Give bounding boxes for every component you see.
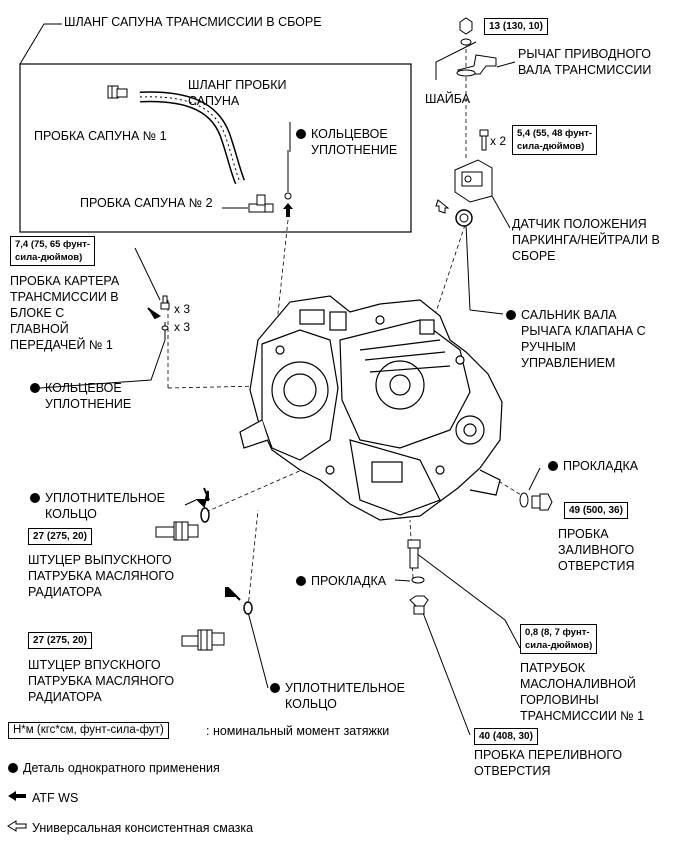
breather-plug-2-icon	[222, 194, 274, 213]
label-seal-ring-2: УПЛОТНИТЕЛЬНОЕ КОЛЬЦО	[270, 680, 405, 712]
label-gasket-mid: ПРОКЛАДКА	[296, 573, 386, 589]
breather-inset-frame	[19, 63, 412, 233]
torque-7-4: 7,4 (75, 65 фунт- сила-дюймов)	[10, 236, 96, 266]
label-oring-left: КОЛЬЦЕВОЕ УПЛОТНЕНИЕ	[30, 380, 131, 412]
legend-nonreusable: Деталь однократного применения	[8, 760, 220, 776]
torque-27-outlet: 27 (275, 20)	[28, 528, 92, 545]
washer-icon	[460, 38, 472, 46]
grease-arrow-icon	[7, 820, 27, 832]
torque-0-8: 0,8 (8, 7 фунт- сила-дюймов)	[520, 624, 598, 654]
breather-hose-icon	[139, 91, 246, 185]
nonreusable-dot-icon	[30, 493, 40, 503]
label-filler-plug: ПРОБКА ЗАЛИВНОГО ОТВЕРСТИЯ	[558, 527, 635, 573]
label-breather-plug-1: ПРОБКА САПУНА № 1	[34, 129, 167, 143]
atf-arrow-icon	[8, 791, 26, 801]
torque-40: 40 (408, 30)	[474, 728, 538, 745]
legend-atf: ATF WS	[32, 791, 79, 805]
nonreusable-dot-icon	[296, 576, 306, 586]
seal-ring-1-icon	[200, 507, 210, 523]
grease-arrow-icon	[435, 199, 450, 214]
atf-arrow-icon	[147, 307, 161, 320]
gasket-right-icon	[519, 492, 529, 508]
gasket-mid-icon	[411, 576, 425, 584]
torque-27-inlet: 27 (275, 20)	[28, 632, 92, 649]
label-seal-ring-1: УПЛОТНИТЕЛЬНОЕ КОЛЬЦО	[30, 490, 165, 522]
qty-x3-bolt: x 3	[174, 302, 191, 316]
label-lever: РЫЧАГ ПРИВОДНОГО ВАЛА ТРАНСМИССИИ	[518, 47, 652, 77]
atf-arrow-icon	[225, 587, 241, 601]
torque-5-4: 5,4 (55, 48 фунт- сила-дюймов)	[512, 125, 598, 155]
label-gasket-right: ПРОКЛАДКА	[548, 458, 638, 474]
label-washer: ШАЙБА	[425, 92, 471, 106]
label-case-plug: ПРОБКА КАРТЕРА ТРАНСМИССИИ В БЛОКЕ С ГЛА…	[10, 274, 120, 352]
leader-hose-assembly	[19, 23, 62, 65]
case-plug-icon	[160, 295, 170, 310]
atf-arrow-icon	[283, 203, 293, 217]
nonreusable-dot-icon	[296, 129, 306, 139]
transmission-body-icon	[239, 295, 503, 521]
seal-ring-2-icon	[243, 601, 253, 615]
legend-grease: Универсальная консистентная смазка	[32, 821, 254, 835]
nonreusable-dot-icon	[30, 383, 40, 393]
label-outlet-union: ШТУЦЕР ВЫПУСКНОГО ПАТРУБКА МАСЛЯНОГО РАД…	[28, 553, 175, 599]
nonreusable-dot-icon	[548, 461, 558, 471]
label-oil-seal: САЛЬНИК ВАЛА РЫЧАГА КЛАПАНА С РУЧНЫМ УПР…	[506, 307, 646, 371]
atf-arrow-icon	[195, 487, 210, 508]
nut-icon	[459, 17, 473, 35]
nonreusable-dot-icon	[270, 683, 280, 693]
lever-icon	[456, 54, 497, 77]
label-breather-plug-2: ПРОБКА САПУНА № 2	[80, 196, 213, 210]
torque-49: 49 (500, 36)	[564, 502, 628, 519]
outlet-union-icon	[155, 521, 199, 541]
qty-x3-oring: x 3	[174, 320, 191, 334]
filler-tube-icon	[407, 539, 421, 569]
overflow-plug-icon	[409, 595, 429, 615]
oring-left-icon	[161, 325, 169, 331]
oring-top-icon	[284, 192, 292, 200]
label-inlet-union: ШТУЦЕР ВПУСКНОГО ПАТРУБКА МАСЛЯНОГО РАДИ…	[28, 658, 175, 704]
filler-plug-icon	[531, 493, 553, 511]
nonreusable-dot-icon	[506, 310, 516, 320]
nonreusable-dot-icon	[8, 763, 18, 773]
oil-seal-icon	[455, 209, 473, 227]
qty-x2: x 2	[490, 134, 507, 148]
inlet-union-icon	[181, 629, 225, 651]
pn-sensor-icon	[454, 159, 493, 203]
label-oring-top: КОЛЬЦЕВОЕ УПЛОТНЕНИЕ	[296, 126, 397, 158]
label-hose-assembly: ШЛАНГ САПУНА ТРАНСМИССИИ В СБОРЕ	[64, 15, 322, 29]
legend-torque-text: : номинальный момент затяжки	[206, 724, 390, 738]
breather-plug-1-icon	[107, 85, 128, 99]
label-filler-tube: ПАТРУБОК МАСЛОНАЛИВНОЙ ГОРЛОВИНЫ ТРАНСМИ…	[520, 661, 645, 723]
torque-13: 13 (130, 10)	[484, 18, 548, 35]
label-pn-sensor: ДАТЧИК ПОЛОЖЕНИЯ ПАРКИНГА/НЕЙТРАЛИ В СБО…	[512, 217, 660, 263]
bolt-icon	[479, 129, 489, 151]
label-breather-hose: ШЛАНГ ПРОБКИ САПУНА	[188, 78, 287, 108]
solid-leaders	[39, 29, 543, 736]
label-overflow-plug: ПРОБКА ПЕРЕЛИВНОГО ОТВЕРСТИЯ	[474, 748, 623, 778]
legend-torque-box: Н*м (кгс*см, фунт-сила-фут)	[8, 722, 169, 739]
